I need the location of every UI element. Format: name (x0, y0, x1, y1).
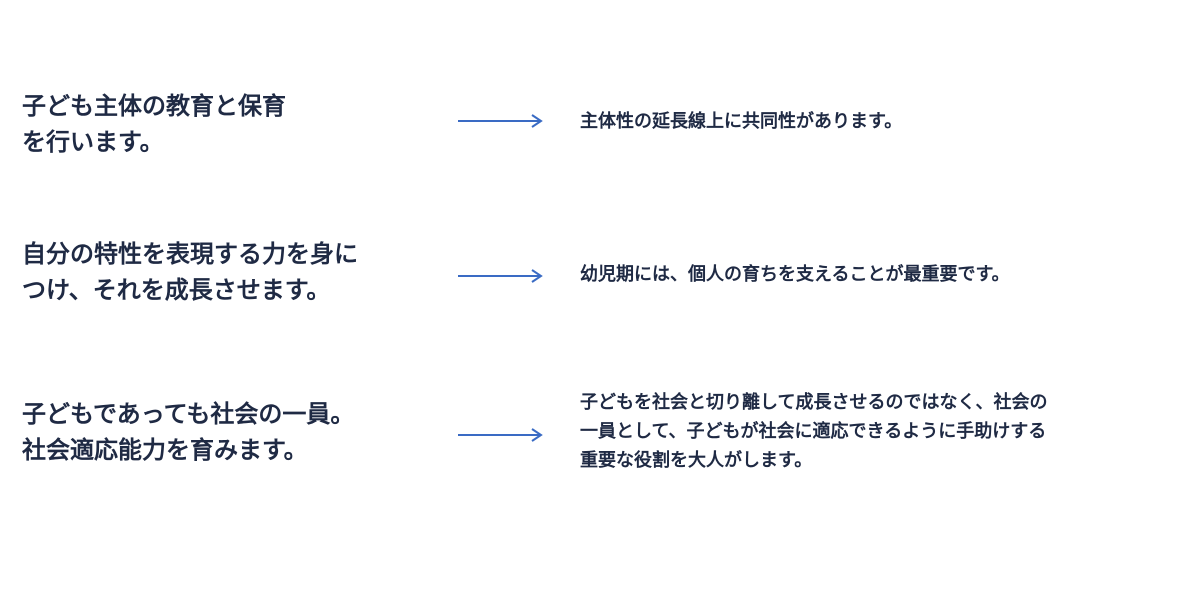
principle-line: 子どもであっても社会の一員。 (22, 400, 355, 428)
principle-text: 子どもであっても社会の一員。 社会適応能力を育みます。 (22, 396, 442, 468)
explanation-text: 幼児期には、個人の育ちを支えることが最重要です。 (580, 260, 1180, 289)
principle-line: を行います。 (22, 128, 164, 156)
explanation-line: 幼児期には、個人の育ちを支えることが最重要です。 (580, 264, 1010, 285)
explanation-line: 主体性の延長線上に共同性があります。 (580, 111, 903, 132)
explanation-line: 重要な役割を大人がします。 (580, 450, 813, 471)
principle-line: つけ、それを成長させます。 (22, 276, 331, 304)
explanation-line: 一員として、子どもが社会に適応できるように手助けする (580, 421, 1047, 442)
explanation-text: 子どもを社会と切り離して成長させるのではなく、社会の 一員として、子どもが社会に… (580, 388, 1180, 475)
principle-text: 子ども主体の教育と保育 を行います。 (22, 88, 442, 160)
principle-line: 子ども主体の教育と保育 (22, 92, 286, 120)
explanation-line: 子どもを社会と切り離して成長させるのではなく、社会の (580, 392, 1048, 413)
explanation-text: 主体性の延長線上に共同性があります。 (580, 107, 1180, 136)
principle-line: 自分の特性を表現する力を身に (22, 240, 358, 268)
right-arrow-icon (458, 269, 543, 283)
right-arrow-icon (458, 114, 543, 128)
principle-line: 社会適応能力を育みます。 (22, 436, 308, 464)
principle-text: 自分の特性を表現する力を身に つけ、それを成長させます。 (22, 236, 442, 308)
right-arrow-icon (458, 428, 543, 442)
